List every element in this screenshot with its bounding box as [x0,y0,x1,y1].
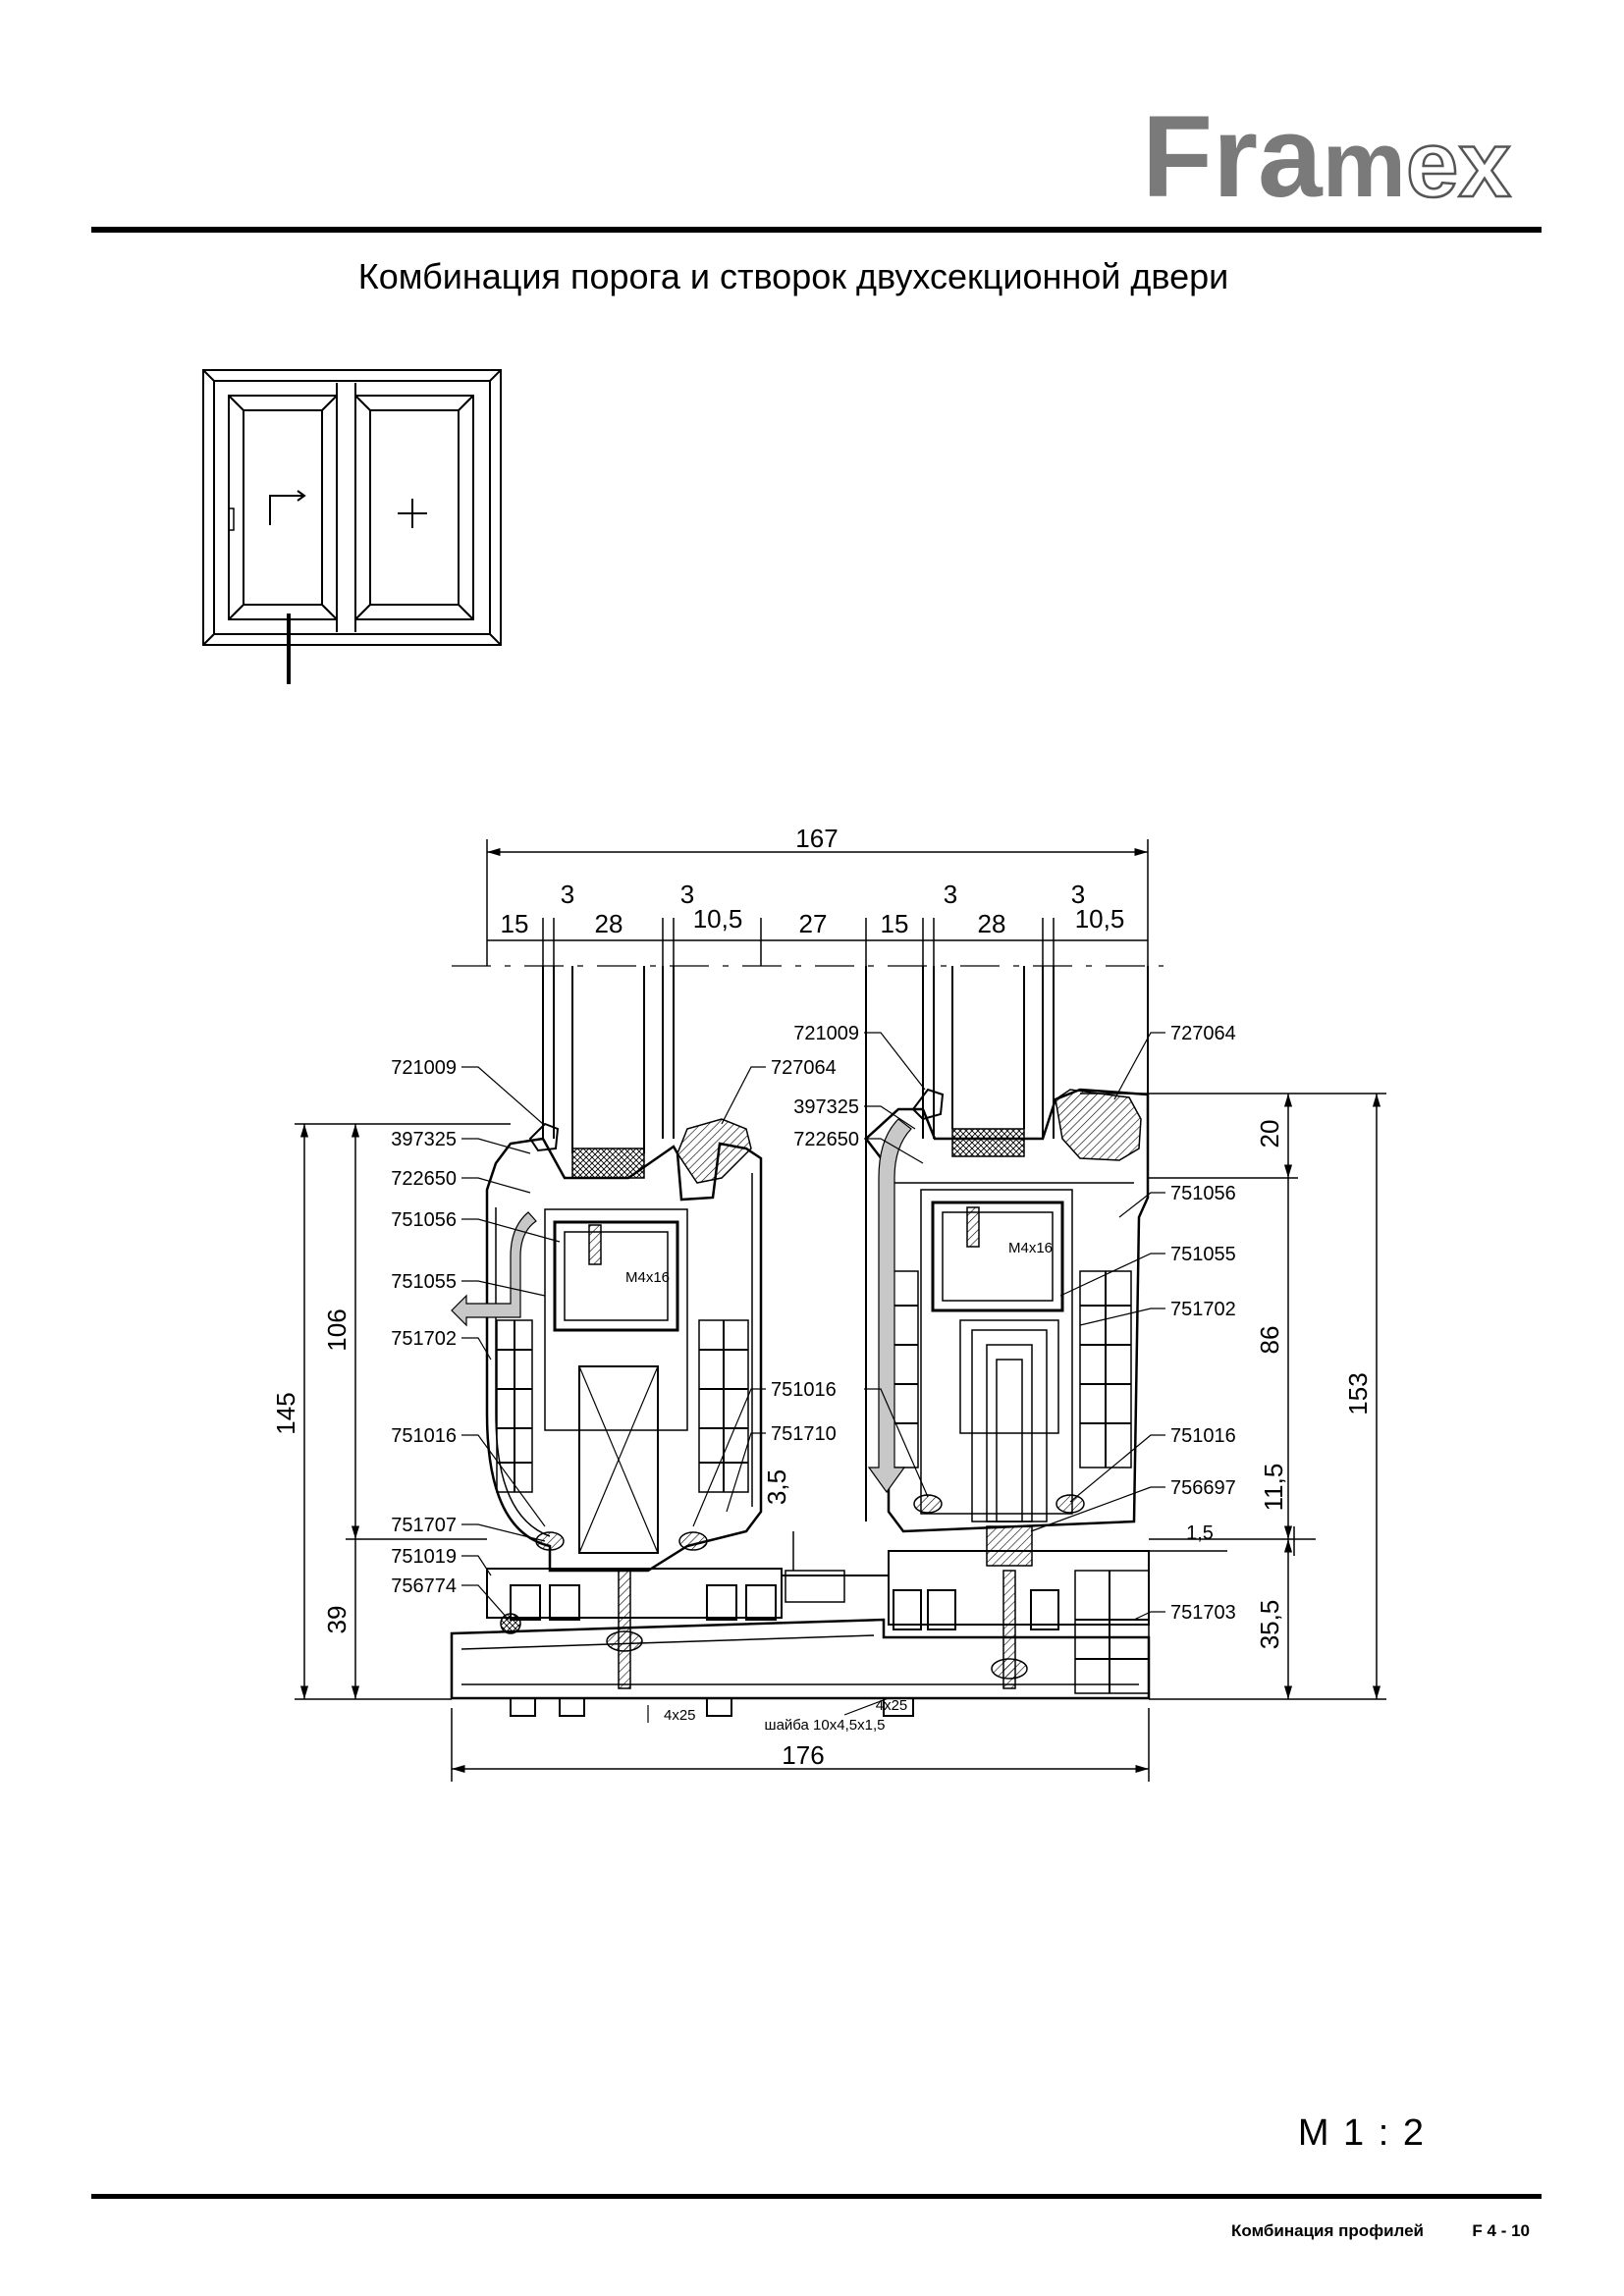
dim-right-gap: 1,5 [1186,1522,1214,1544]
dim-mid-gap: 3,5 [762,1469,791,1505]
part-number: 756697 [1170,1477,1236,1499]
dim-seg-5: 10,5 [693,904,743,934]
handle-icon [228,507,235,531]
brand-logo: Framex [1142,92,1512,222]
part-numbers: 721009 397325 722650 751056 751055 75170… [391,1023,1236,1734]
svg-text:Framex: Framex [1142,92,1511,222]
dim-right-small: 11,5 [1259,1464,1288,1512]
part-number: 722650 [793,1129,859,1150]
scale-label: M 1 : 2 [1298,2112,1426,2154]
logo-text-b: m [1323,112,1406,217]
dim-top-total: 167 [795,824,838,853]
washer-label: шайба 10x4,5x1,5 [765,1717,886,1734]
dim-seg-10: 3 [1071,880,1085,909]
threshold-frame [450,1525,1151,1717]
part-number: 727064 [771,1057,837,1079]
part-number: 751702 [391,1328,457,1350]
dim-right-mid: 86 [1255,1326,1284,1355]
dim-bottom-total: 176 [782,1740,824,1770]
dim-left-outer: 145 [271,1392,300,1434]
part-number: 751016 [771,1379,837,1401]
dim-seg-8: 3 [944,880,957,909]
dim-right-top: 20 [1255,1120,1284,1148]
screw-label-left: M4x16 [625,1269,670,1286]
dim-seg-9: 28 [978,909,1006,938]
part-number: 721009 [391,1057,457,1079]
part-number: 727064 [1170,1023,1236,1044]
dim-left-inner: 106 [322,1308,352,1351]
part-number: 751703 [1170,1602,1236,1624]
tilt-slide-arrow-icon [269,490,306,525]
dim-left-bottom: 39 [322,1606,352,1634]
dim-seg-7: 15 [881,909,909,938]
dimension-labels: 167 15 3 28 3 10,5 27 15 3 28 3 10,5 176… [271,824,1373,1770]
page-title: Комбинация порога и створок двухсекционн… [358,256,1228,296]
dimensions [295,839,1386,1782]
part-number: 721009 [793,1023,859,1044]
header-rule [91,227,1542,233]
part-number: 751056 [391,1209,457,1231]
logo-text-c: ex [1406,112,1511,217]
dim-right-outer: 153 [1343,1372,1373,1415]
part-number: 751016 [1170,1425,1236,1447]
part-number: 751710 [771,1423,837,1445]
right-sash [864,966,1150,1533]
part-number: 751019 [391,1546,457,1568]
dim-seg-1: 15 [501,909,529,938]
part-number: 751055 [391,1271,457,1293]
part-number: 722650 [391,1168,457,1190]
dim-seg-2: 3 [561,880,574,909]
part-number: 397325 [793,1096,859,1118]
fastener-label-right: 4x25 [876,1697,908,1714]
callout-leaders [461,1032,1165,1723]
dim-right-bottom: 35,5 [1255,1600,1284,1650]
fixed-sash-cross-icon [398,499,427,528]
door-thumbnail [202,369,502,684]
part-number: 751055 [1170,1244,1236,1265]
part-number: 756774 [391,1575,457,1597]
left-sash [485,966,763,1573]
dim-seg-11: 10,5 [1075,904,1125,934]
footer-page-code: F 4 - 10 [1472,2221,1530,2240]
footer-section: Комбинация профилей [1231,2221,1424,2240]
airflow-arrow-right [867,1118,912,1494]
logo-text-a: Fra [1142,92,1324,222]
part-number: 397325 [391,1129,457,1150]
screw-label-right: M4x16 [1008,1240,1053,1256]
dim-seg-3: 28 [595,909,623,938]
part-number: 751056 [1170,1183,1236,1204]
dim-seg-6: 27 [799,909,828,938]
cross-section: 167 15 3 28 3 10,5 27 15 3 28 3 10,5 176… [271,824,1386,1782]
footer-rule [91,2194,1542,2199]
fastener-label-left: 4x25 [664,1707,696,1724]
part-number: 751016 [391,1425,457,1447]
airflow-arrow-left [451,1211,537,1327]
part-number: 751702 [1170,1299,1236,1320]
part-number: 751707 [391,1515,457,1536]
dim-seg-4: 3 [680,880,694,909]
